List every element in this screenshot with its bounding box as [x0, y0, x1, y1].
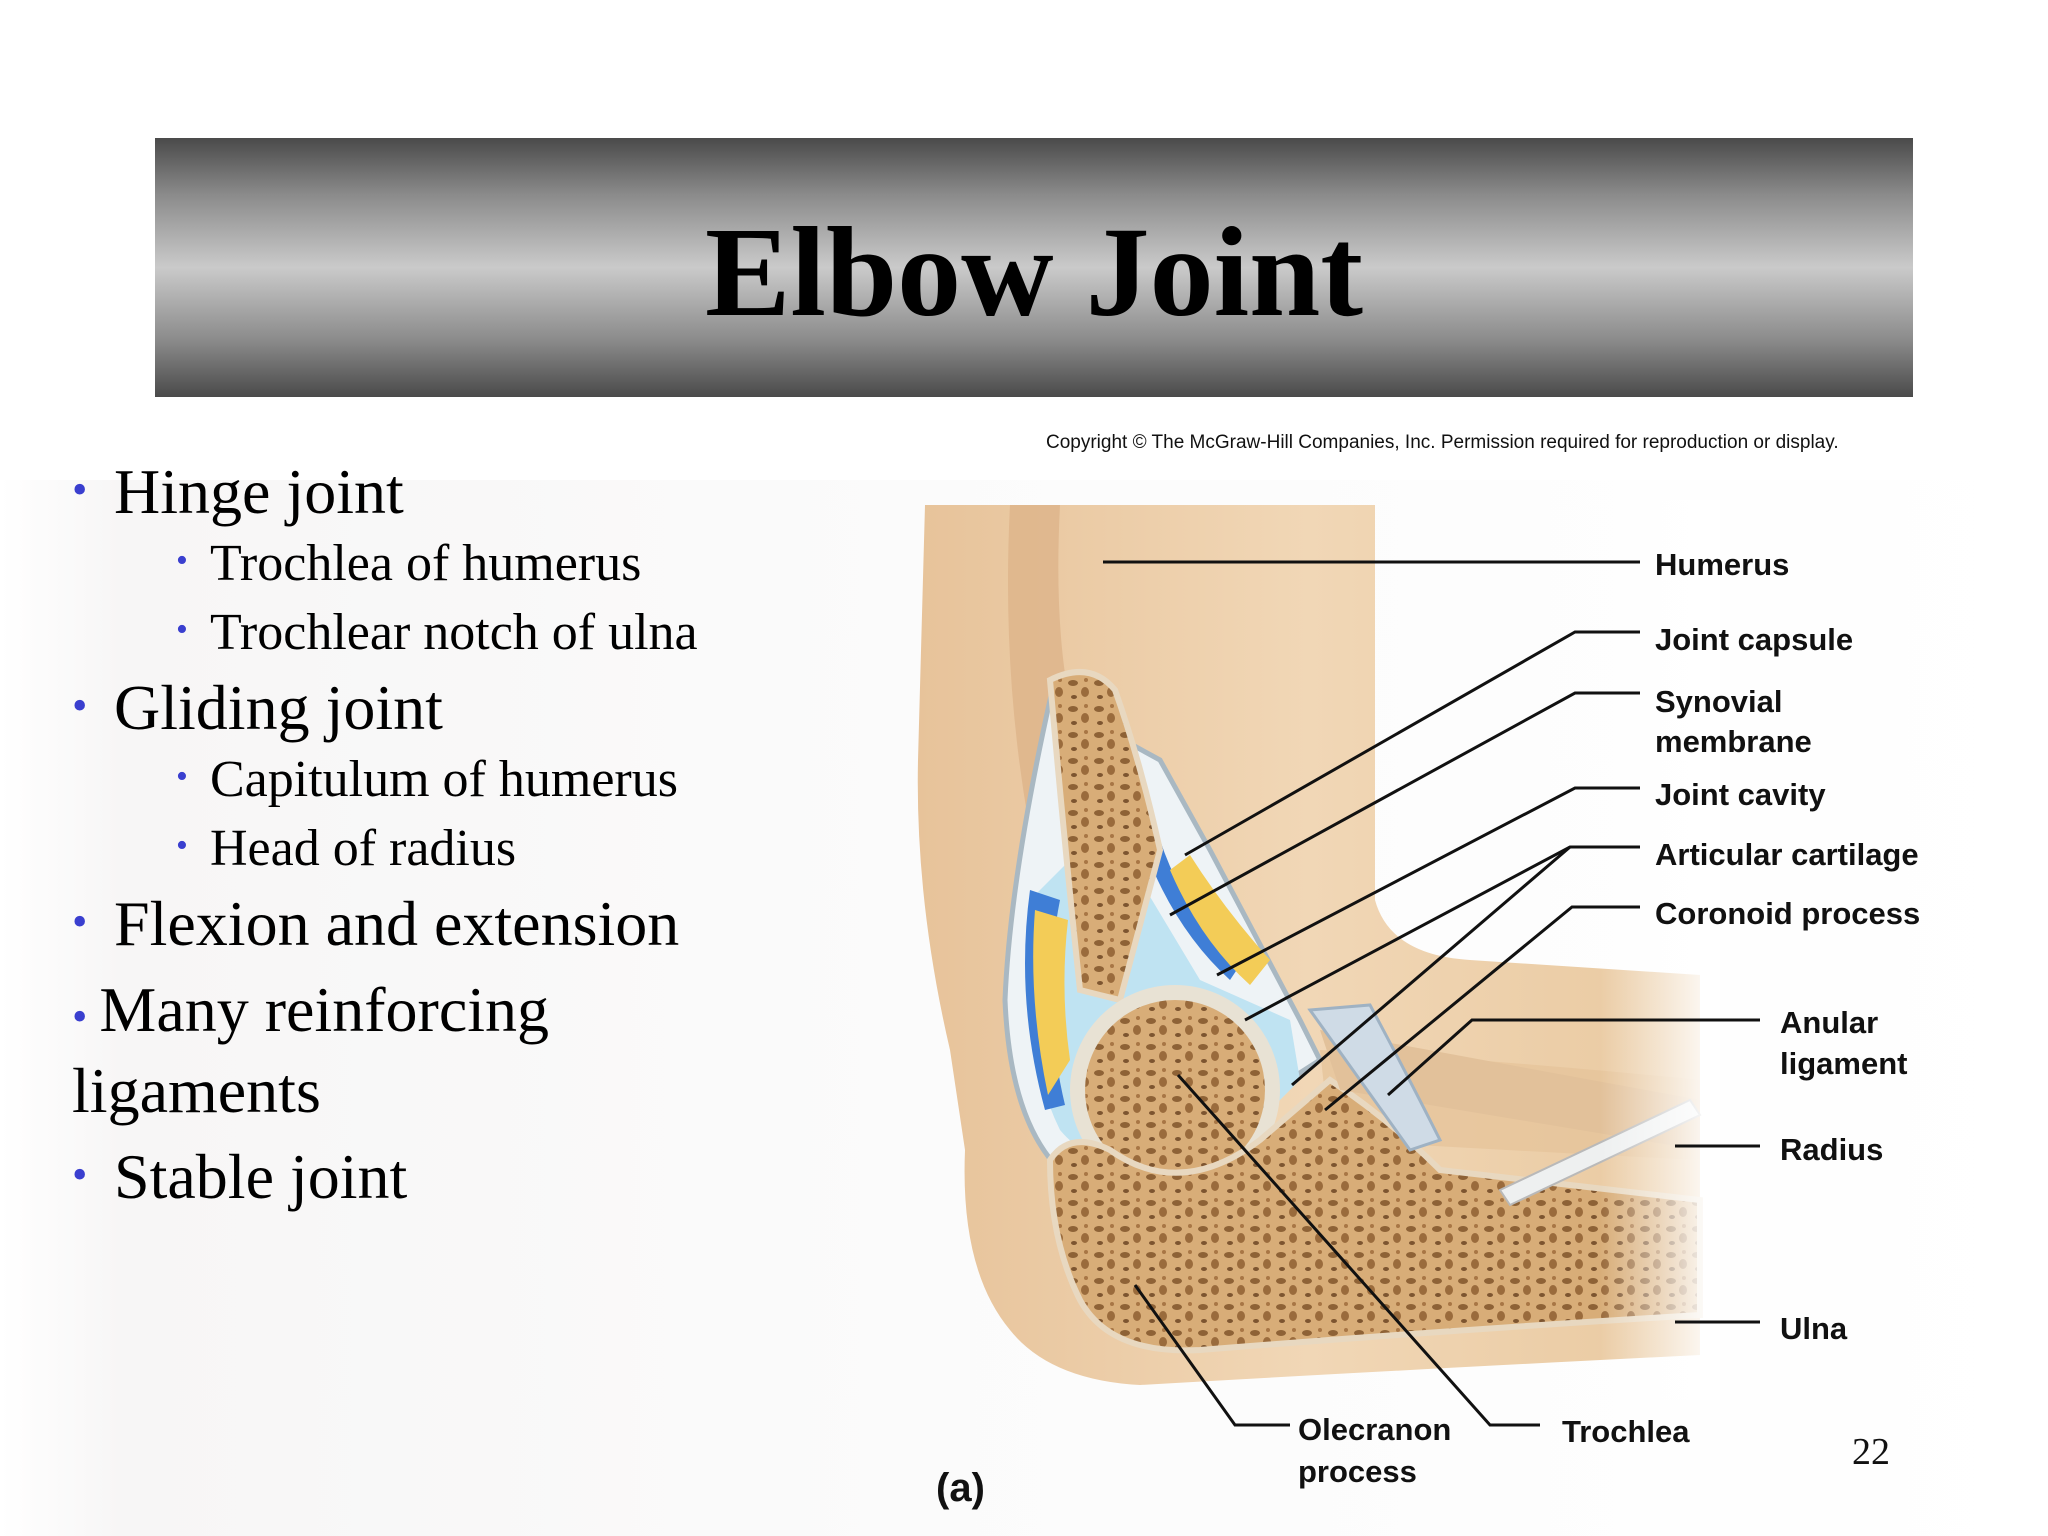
- bullet-text: Head of radius: [210, 820, 517, 877]
- label-joint-cavity: Joint cavity: [1655, 777, 1826, 812]
- humerus-bone: [1046, 669, 1164, 1004]
- bullet-item: •Gliding joint: [72, 676, 892, 740]
- bullet-text: Flexion and extension: [114, 888, 680, 959]
- leader-olecranon: [1133, 1284, 1290, 1427]
- label-anular-ligament-line2: ligament: [1780, 1046, 1907, 1081]
- bullet-text: Hinge joint: [114, 456, 404, 527]
- leader-joint-capsule: [1184, 630, 1640, 857]
- figure-letter: (a): [936, 1466, 985, 1510]
- bullet-text: Stable joint: [114, 1141, 408, 1213]
- sub-bullet-item: • Capitulum of humerus: [176, 754, 892, 806]
- bullet-item: •Flexion and extension: [72, 892, 892, 956]
- sub-bullet-item: • Head of radius: [176, 823, 892, 875]
- label-olecranon-process-line1: Olecranon: [1298, 1412, 1451, 1447]
- label-radius: Radius: [1780, 1132, 1883, 1167]
- label-olecranon-process-line2: process: [1298, 1454, 1417, 1489]
- fat-pad: [1170, 855, 1270, 985]
- label-synovial-membrane-line2: membrane: [1655, 724, 1812, 759]
- bullet-text: Trochlea of humerus: [210, 535, 642, 592]
- label-articular-cartilage: Articular cartilage: [1655, 837, 1919, 872]
- label-anular-ligament-line1: Anular: [1780, 1005, 1878, 1040]
- bullet-dot-icon: •: [176, 758, 188, 795]
- trochlea-head: [1085, 1000, 1265, 1180]
- fat-pad: [1033, 910, 1070, 1095]
- bullet-text: Many reinforcing ligaments: [72, 974, 550, 1126]
- label-synovial-membrane-line1: Synovial: [1655, 684, 1783, 719]
- bullet-item: •Many reinforcing ligaments: [72, 970, 712, 1131]
- leader-lines: [1103, 560, 1760, 1427]
- bullet-text: Capitulum of humerus: [210, 751, 678, 808]
- leader-anular-ligament: [1387, 1018, 1760, 1097]
- leader-coronoid-process: [1324, 905, 1640, 1112]
- bullet-dot-icon: •: [176, 611, 188, 648]
- label-ulna: Ulna: [1780, 1311, 1848, 1346]
- bullet-item: •Stable joint: [72, 1145, 892, 1209]
- bullet-dot-icon: •: [72, 897, 88, 946]
- sub-bullet-item: • Trochlea of humerus: [176, 538, 892, 590]
- label-trochlea: Trochlea: [1562, 1414, 1690, 1449]
- bullet-dot-icon: •: [72, 681, 88, 730]
- bullet-dot-icon: •: [72, 465, 88, 514]
- bullet-text: Gliding joint: [114, 672, 443, 743]
- label-joint-capsule: Joint capsule: [1655, 622, 1853, 657]
- bullet-item: •Hinge joint: [72, 460, 892, 524]
- title-bar: Elbow Joint: [155, 138, 1913, 397]
- leader-joint-cavity: [1216, 786, 1640, 977]
- bullet-dot-icon: •: [72, 992, 88, 1041]
- leader-articular-cartilage-2: [1291, 845, 1571, 1087]
- bullet-dot-icon: •: [176, 542, 188, 579]
- bullet-dot-icon: •: [176, 827, 188, 864]
- figure-fade: [1600, 500, 1720, 1400]
- label-humerus: Humerus: [1655, 547, 1789, 582]
- bullet-dot-icon: •: [72, 1150, 88, 1200]
- label-coronoid-process: Coronoid process: [1655, 896, 1920, 931]
- bullet-list: •Hinge joint • Trochlea of humerus • Troch…: [72, 460, 892, 1223]
- copyright-notice: Copyright © The McGraw-Hill Companies, I…: [1046, 432, 1839, 453]
- sub-bullet-item: • Trochlear notch of ulna: [176, 607, 892, 659]
- page-number: 22: [1852, 1431, 1890, 1473]
- bullet-text: Trochlear notch of ulna: [210, 604, 698, 661]
- slide-title: Elbow Joint: [705, 200, 1363, 343]
- leader-trochlea: [1176, 1074, 1540, 1427]
- leader-synovial-membrane: [1169, 691, 1640, 917]
